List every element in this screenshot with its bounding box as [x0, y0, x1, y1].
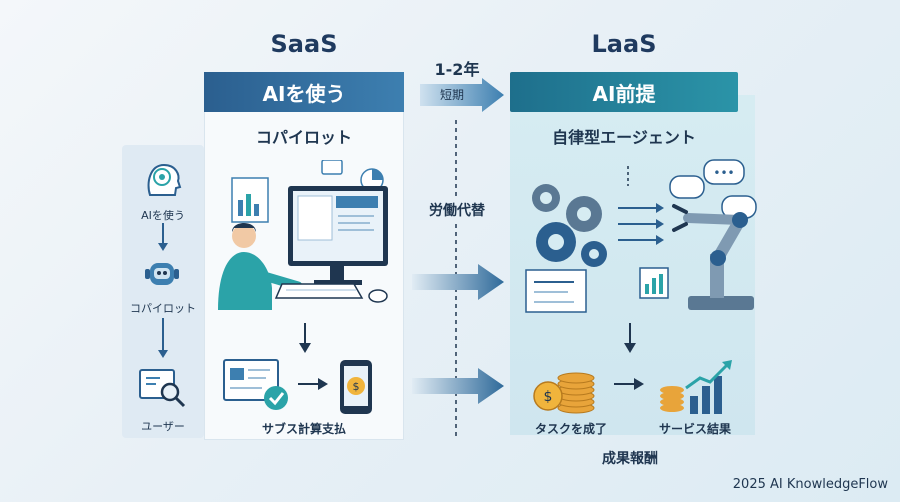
- labor-replacement-label: 労働代替: [404, 200, 510, 220]
- period-sub-label: 短期: [439, 88, 464, 102]
- saas-arrow-down-icon: [299, 323, 311, 353]
- laas-arrow-down-icon: [624, 323, 636, 353]
- growth-chart-icon: [660, 360, 732, 414]
- document-check-icon: [223, 359, 288, 410]
- saas-header: AIを使う: [204, 72, 404, 112]
- period-label: 1-2年: [434, 60, 480, 79]
- svg-text:$: $: [544, 389, 553, 405]
- saas-title: SaaS: [270, 30, 338, 58]
- saas-bottom-label: サブス計算支払: [261, 422, 346, 436]
- footer-credit: 2025 AI KnowledgeFlow: [732, 477, 888, 492]
- svg-text:•••: •••: [713, 166, 734, 180]
- phone-payment-icon: $: [340, 360, 372, 414]
- laas-title: LaaS: [591, 30, 657, 58]
- laas-header: AI前提: [510, 72, 738, 112]
- brain-head-icon: [147, 163, 182, 196]
- strip-arrow-down-icon: [158, 223, 168, 251]
- laas-right-label: サービス結果: [658, 422, 731, 436]
- coins-icon: $: [533, 372, 595, 414]
- strip-label-copilot: コパイロット: [130, 302, 196, 315]
- arrow-right-icon: [614, 378, 644, 390]
- laas-subtitle: 自律型エージェント: [552, 128, 696, 147]
- saas-subtitle: コパイロット: [255, 128, 352, 147]
- big-arrow-right-icon: [412, 264, 504, 300]
- arrow-right-icon: [298, 378, 328, 390]
- strip-label-user: ユーザー: [141, 420, 185, 433]
- strip-arrow-down-icon: [158, 318, 168, 358]
- period-arrow-icon: [420, 78, 504, 112]
- user-search-icon: [139, 369, 186, 408]
- laas-left-label: タスクを成了: [534, 422, 607, 436]
- strip-label-ai: AIを使う: [141, 209, 185, 222]
- person-computer-illustration: [218, 160, 388, 310]
- svg-text:$: $: [353, 380, 360, 393]
- gears-robot-illustration: •••: [525, 159, 757, 313]
- robot-head-icon: [145, 263, 179, 285]
- big-arrow-right-icon: [412, 368, 504, 404]
- laas-bottom-label: 成果報酬: [602, 451, 658, 467]
